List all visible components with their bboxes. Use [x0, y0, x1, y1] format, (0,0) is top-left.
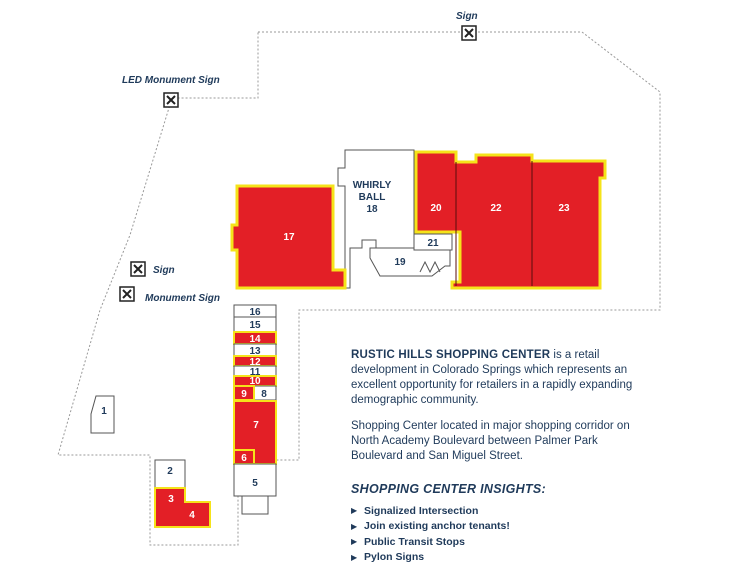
unit-20-label: 20 — [430, 203, 442, 214]
unit-4[interactable] — [160, 502, 210, 527]
unit-12-label: 12 — [249, 357, 261, 368]
unit-5-annex — [241, 495, 269, 515]
unit-3-label: 3 — [168, 494, 174, 505]
unit-1[interactable] — [90, 395, 115, 434]
unit-17-label: 17 — [283, 232, 295, 243]
center-description-paragraph: RUSTIC HILLS SHOPPING CENTER is a retail… — [351, 348, 651, 408]
unit-21-label: 21 — [427, 238, 439, 249]
insight-item: ▶ Join existing anchor tenants! — [351, 519, 510, 535]
unit-23[interactable] — [532, 161, 602, 286]
unit-2[interactable] — [154, 459, 186, 489]
led-monument-sign-marker — [163, 92, 179, 108]
unit-3-4-outline — [154, 487, 211, 528]
unit-19-zigzag — [419, 260, 441, 274]
unit-9-label: 9 — [241, 389, 247, 400]
unit-18-label-line3: 18 — [366, 204, 378, 215]
insights-list: ▶ Signalized Intersection ▶ Join existing … — [351, 503, 510, 565]
insight-item-label: Join existing anchor tenants! — [364, 520, 510, 533]
unit-2-label: 2 — [167, 466, 173, 477]
center-location-text: Shopping Center located in major shoppin… — [351, 420, 630, 462]
insight-item: ▶ Pylon Signs — [351, 550, 510, 566]
unit-22-label: 22 — [490, 203, 502, 214]
unit-13-label: 13 — [249, 346, 261, 357]
center-description-text: is a retail development in Colorado Spri… — [351, 349, 633, 406]
unit-1-label: 1 — [101, 406, 107, 417]
insight-item: ▶ Signalized Intersection — [351, 503, 510, 519]
unit-4-label: 4 — [189, 510, 195, 521]
unit-7-label: 7 — [253, 420, 259, 431]
unit-6-label: 6 — [241, 453, 247, 464]
led-monument-sign-label: LED Monument Sign — [122, 75, 220, 86]
insight-item-label: Public Transit Stops — [364, 535, 465, 548]
unit-17[interactable] — [230, 184, 347, 290]
sign-top-label: Sign — [456, 11, 478, 22]
monument-sign-marker — [119, 286, 135, 302]
unit-11-label: 11 — [250, 367, 261, 378]
unit-5-label: 5 — [252, 478, 258, 489]
unit-14-label: 14 — [249, 334, 261, 345]
sign-left-marker — [130, 261, 146, 277]
unit-23-label: 23 — [558, 203, 570, 214]
sign-left-label: Sign — [153, 265, 175, 276]
insight-item-label: Signalized Intersection — [364, 504, 479, 517]
unit-18-label-line1: WHIRLY — [353, 180, 392, 191]
triangle-bullet-icon: ▶ — [351, 521, 358, 531]
center-description: RUSTIC HILLS SHOPPING CENTER is a retail… — [351, 348, 651, 475]
unit-19[interactable] — [369, 247, 451, 277]
unit-5[interactable] — [233, 463, 277, 497]
anchor-block-outline — [414, 150, 607, 290]
triangle-bullet-icon: ▶ — [351, 537, 358, 547]
unit-10-label: 10 — [249, 376, 261, 387]
insight-item: ▶ Public Transit Stops — [351, 534, 510, 550]
unit-20[interactable] — [416, 152, 456, 232]
center-title: RUSTIC HILLS SHOPPING CENTER — [351, 349, 551, 361]
insight-item-label: Pylon Signs — [364, 551, 425, 564]
unit-18-label-line2: BALL — [359, 192, 386, 203]
unit-8-label: 8 — [261, 389, 267, 400]
triangle-bullet-icon: ▶ — [351, 552, 358, 562]
triangle-bullet-icon: ▶ — [351, 506, 358, 516]
unit-21[interactable] — [413, 233, 453, 251]
unit-15-label: 15 — [249, 320, 261, 331]
property-boundary — [57, 31, 661, 546]
unit-16-label: 16 — [249, 307, 261, 318]
insights-title: SHOPPING CENTER INSIGHTS: — [351, 482, 547, 496]
monument-sign-label: Monument Sign — [145, 293, 220, 304]
unit-19-label: 19 — [394, 257, 406, 268]
sign-top-marker — [461, 25, 477, 41]
unit-22[interactable] — [456, 162, 532, 286]
